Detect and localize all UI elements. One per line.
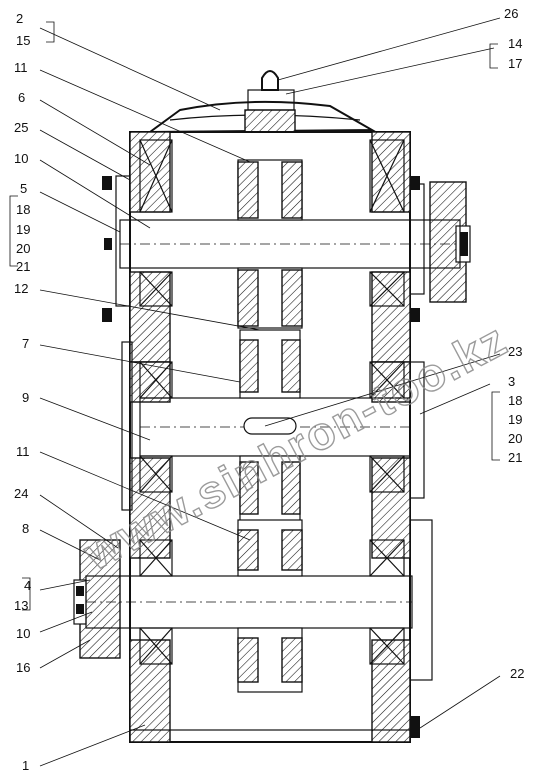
bearings bbox=[139, 139, 405, 665]
housing bbox=[73, 70, 471, 743]
labels-right: 26 14 17 23 3 18 19 20 21 22 bbox=[504, 6, 524, 681]
label-20-left: 20 bbox=[16, 241, 30, 256]
label-18-left: 18 bbox=[16, 202, 30, 217]
label-24: 24 bbox=[14, 486, 28, 501]
label-19-left: 19 bbox=[16, 222, 30, 237]
label-8: 8 bbox=[22, 521, 29, 536]
label-1: 1 bbox=[22, 758, 29, 773]
gears bbox=[237, 159, 303, 693]
label-14: 14 bbox=[508, 36, 522, 51]
label-3: 3 bbox=[508, 374, 515, 389]
label-11-middle: 11 bbox=[16, 444, 30, 459]
label-5: 5 bbox=[20, 181, 27, 196]
label-10-top: 10 bbox=[14, 151, 28, 166]
label-7: 7 bbox=[22, 336, 29, 351]
label-17: 17 bbox=[508, 56, 522, 71]
label-11-top: 11 bbox=[14, 60, 28, 75]
label-23: 23 bbox=[508, 344, 522, 359]
label-21-right: 21 bbox=[508, 450, 522, 465]
label-6: 6 bbox=[18, 90, 25, 105]
label-12: 12 bbox=[14, 281, 28, 296]
label-13: 13 bbox=[14, 598, 28, 613]
label-21-left: 21 bbox=[16, 259, 30, 274]
label-26: 26 bbox=[504, 6, 518, 21]
label-16: 16 bbox=[16, 660, 30, 675]
label-19-right: 19 bbox=[508, 412, 522, 427]
label-2: 2 bbox=[16, 11, 23, 26]
label-9: 9 bbox=[22, 390, 29, 405]
label-18-right: 18 bbox=[508, 393, 522, 408]
leader-lines bbox=[9, 17, 501, 767]
label-4: 4 bbox=[24, 578, 31, 593]
label-15: 15 bbox=[16, 33, 30, 48]
label-20-right: 20 bbox=[508, 431, 522, 446]
label-22: 22 bbox=[510, 666, 524, 681]
label-10-bottom: 10 bbox=[16, 626, 30, 641]
bolts bbox=[76, 176, 468, 614]
label-25: 25 bbox=[14, 120, 28, 135]
labels-left: 2 15 11 6 25 10 5 18 19 20 21 12 7 9 11 … bbox=[14, 11, 31, 773]
